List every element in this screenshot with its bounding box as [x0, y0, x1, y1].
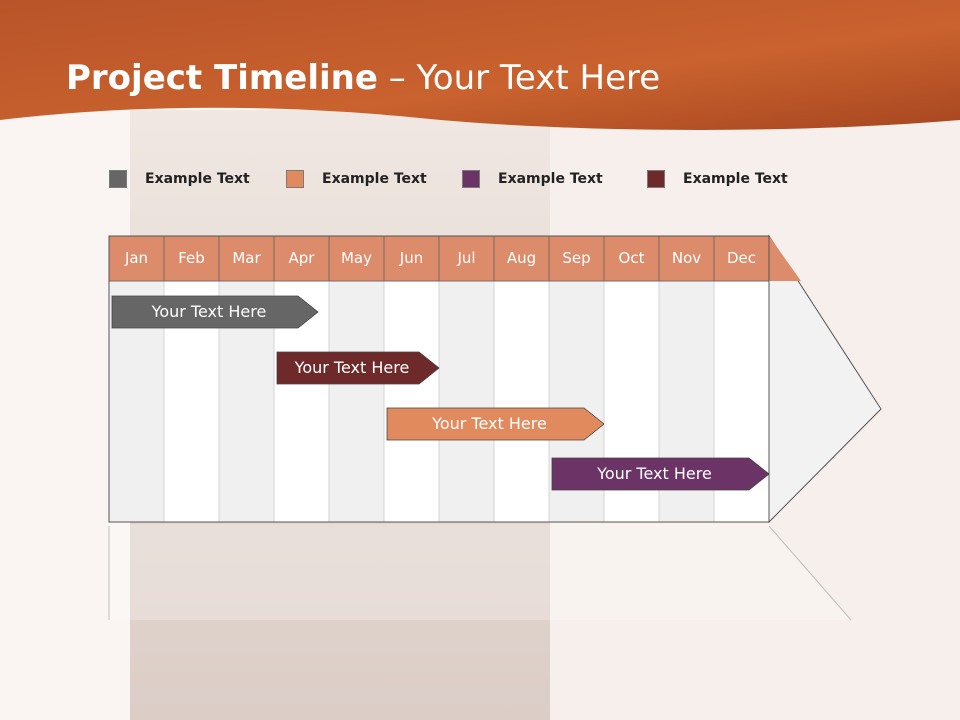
- header-banner: [0, 0, 960, 130]
- month-column-jul: [438, 280, 495, 523]
- task-label-4: Your Text Here: [597, 464, 712, 483]
- month-label-feb: Feb: [178, 249, 205, 267]
- legend-swatch-3: [462, 170, 480, 188]
- month-column-jun: [383, 280, 440, 523]
- reflection-line-right: [768, 525, 852, 621]
- month-label-mar: Mar: [232, 249, 261, 267]
- month-label-sep: Sep: [562, 249, 591, 267]
- month-label-apr: Apr: [288, 249, 315, 267]
- title-rest: – Your Text Here: [377, 58, 661, 98]
- month-column-aug: [493, 280, 550, 523]
- task-label-1: Your Text Here: [151, 302, 267, 321]
- legend: Example Text Example Text Example Text E…: [0, 170, 960, 194]
- page-title: Project Timeline – Your Text Here: [66, 58, 660, 98]
- legend-label-4: Example Text: [683, 171, 788, 187]
- month-label-oct: Oct: [618, 249, 645, 267]
- legend-item-3: Example Text: [462, 170, 603, 188]
- month-header-cell-feb: [163, 235, 220, 282]
- task-bar-1: [111, 295, 319, 329]
- month-label-dec: Dec: [726, 249, 757, 267]
- legend-swatch-4: [647, 170, 665, 188]
- month-label-may: May: [340, 249, 372, 267]
- legend-item-4: Example Text: [647, 170, 788, 188]
- title-bold: Project Timeline: [66, 58, 378, 98]
- month-label-jan: Jan: [124, 249, 149, 267]
- timeline-frame: [108, 235, 770, 523]
- month-label-aug: Aug: [506, 249, 537, 267]
- task-bar-3: [386, 407, 605, 441]
- month-header-cell-jun: [383, 235, 440, 282]
- legend-swatch-2: [286, 170, 304, 188]
- task-label-2: Your Text Here: [294, 358, 410, 377]
- month-header-cell-sep: [548, 235, 605, 282]
- task-bar-4: [551, 457, 770, 491]
- month-header-cell-oct: [603, 235, 660, 282]
- month-label-nov: Nov: [671, 249, 702, 267]
- timeline-reflection: [109, 524, 851, 620]
- task-bar-2: [276, 351, 440, 385]
- task-label-3: Your Text Here: [432, 414, 547, 433]
- month-column-may: [328, 280, 385, 523]
- legend-swatch-1: [109, 170, 127, 188]
- month-header-cell-jan: [108, 235, 165, 282]
- legend-label-3: Example Text: [498, 171, 603, 187]
- month-header-cell-mar: [218, 235, 275, 282]
- month-label-jul: Jul: [457, 249, 476, 267]
- legend-item-2: Example Text: [286, 170, 427, 188]
- timeline-arrow-head-cap: [769, 236, 801, 281]
- month-label-jun: Jun: [399, 249, 424, 267]
- legend-item-1: Example Text: [109, 170, 250, 188]
- legend-label-2: Example Text: [322, 171, 427, 187]
- legend-label-1: Example Text: [145, 171, 250, 187]
